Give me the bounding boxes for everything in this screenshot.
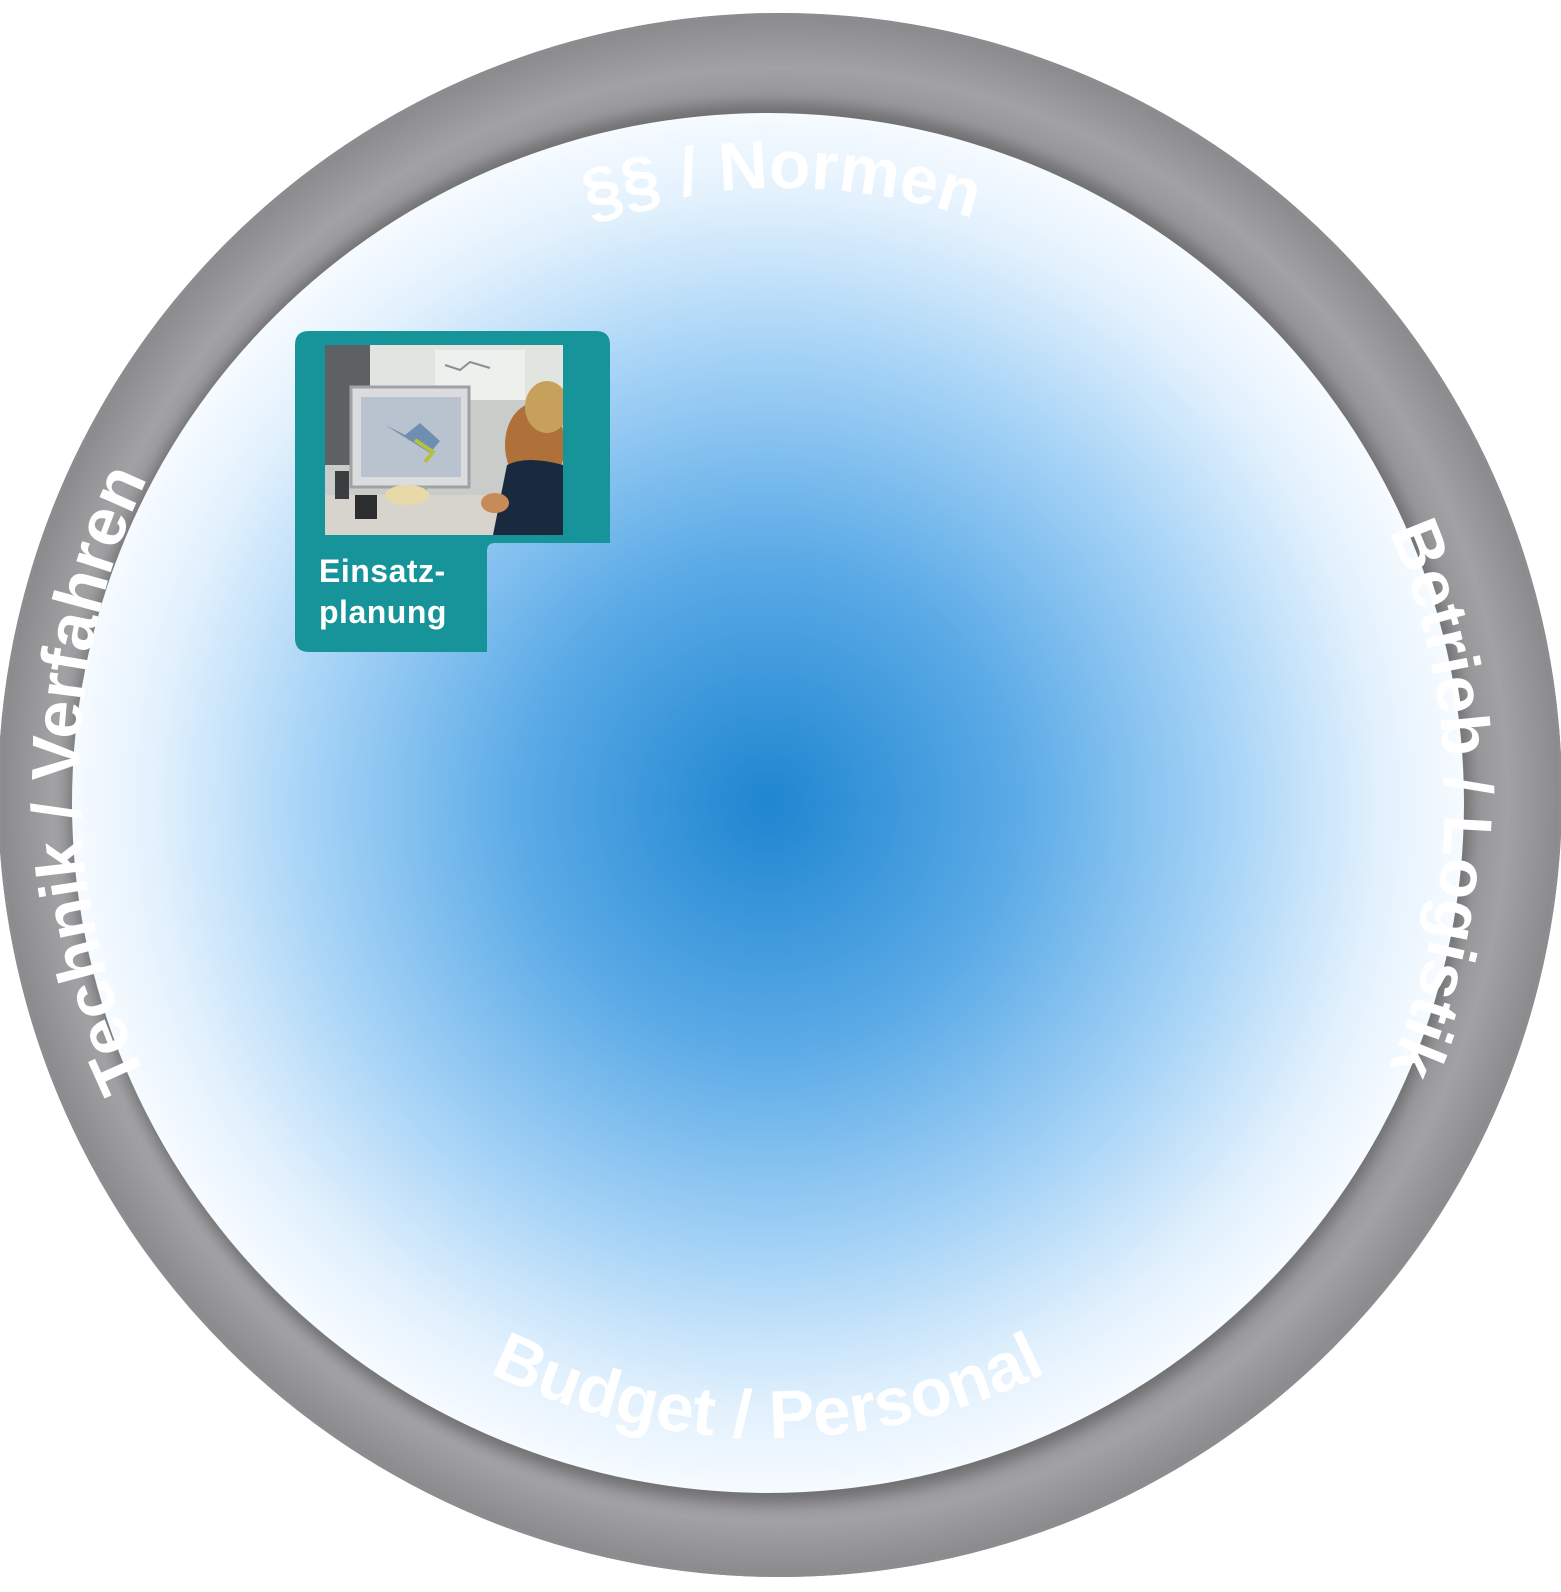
tile-label-line1: Einsatz- <box>319 553 446 589</box>
einsatzplanung-tile[interactable]: Einsatz- planung <box>295 331 610 652</box>
outer-ring-edge <box>0 13 1561 1577</box>
office-workstation-photo <box>325 345 563 535</box>
photo-illustration <box>325 345 563 535</box>
inner-disc <box>72 113 1464 1493</box>
tile-label-line2: planung <box>319 594 447 630</box>
tile-label: Einsatz- planung <box>319 551 489 633</box>
